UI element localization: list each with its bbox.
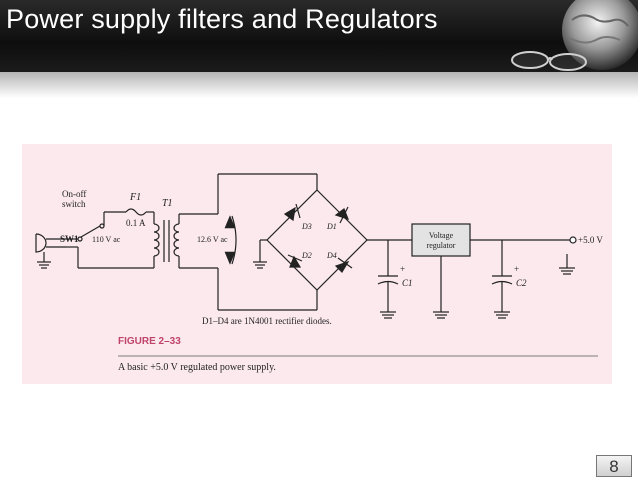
- transformer-primary: [153, 223, 160, 257]
- diode-d4: [334, 260, 350, 273]
- figure-label: FIGURE 2–33: [118, 336, 181, 347]
- d1-label: D1: [326, 222, 337, 231]
- plug-icon: [35, 233, 47, 253]
- figure-panel: On-off switch SW1 F1 0.1 A T1 110 V ac 1…: [22, 144, 612, 384]
- diode-note: D1–D4 are 1N4001 rectifier diodes.: [202, 316, 332, 326]
- title-bar: Power supply filters and Regulators: [0, 0, 638, 72]
- d3-label: D3: [301, 222, 312, 231]
- regulator-label-2: regulator: [427, 241, 456, 250]
- diode-d1: [334, 208, 350, 220]
- switch-description-2: switch: [62, 199, 86, 209]
- input-voltage: 110 V ac: [92, 235, 121, 244]
- transformer-label: T1: [162, 198, 173, 209]
- c1-plus: +: [400, 264, 405, 274]
- output-voltage: +5.0 V: [578, 235, 603, 245]
- title-shadow: [0, 72, 638, 98]
- d2-label: D2: [301, 251, 312, 260]
- diode-d2: [289, 255, 302, 268]
- c2-plus: +: [514, 264, 519, 274]
- figure-caption: A basic +5.0 V regulated power supply.: [118, 362, 276, 373]
- regulator-label: Voltage: [429, 231, 454, 240]
- slide-title: Power supply filters and Regulators: [6, 4, 438, 34]
- fuse-rating: 0.1 A: [126, 218, 146, 228]
- power-supply-schematic: On-off switch SW1 F1 0.1 A T1 110 V ac 1…: [35, 173, 603, 373]
- transformer-secondary: [173, 223, 180, 257]
- output-terminal: [569, 236, 577, 244]
- bridge-rectifier: [266, 189, 368, 291]
- c2-label: C2: [516, 278, 527, 288]
- d4-label: D4: [326, 251, 337, 260]
- voltage-regulator-box: [411, 223, 471, 257]
- secondary-voltage: 12.6 V ac: [197, 235, 228, 244]
- globe-glasses-icon: [511, 0, 638, 71]
- page-number: 8: [596, 455, 632, 477]
- c1-label: C1: [402, 278, 413, 288]
- switch-label: SW1: [60, 234, 79, 244]
- diode-d3: [283, 206, 296, 222]
- fuse-label: F1: [129, 192, 141, 203]
- fuse-icon: [125, 208, 147, 216]
- switch-description: On-off: [62, 189, 86, 199]
